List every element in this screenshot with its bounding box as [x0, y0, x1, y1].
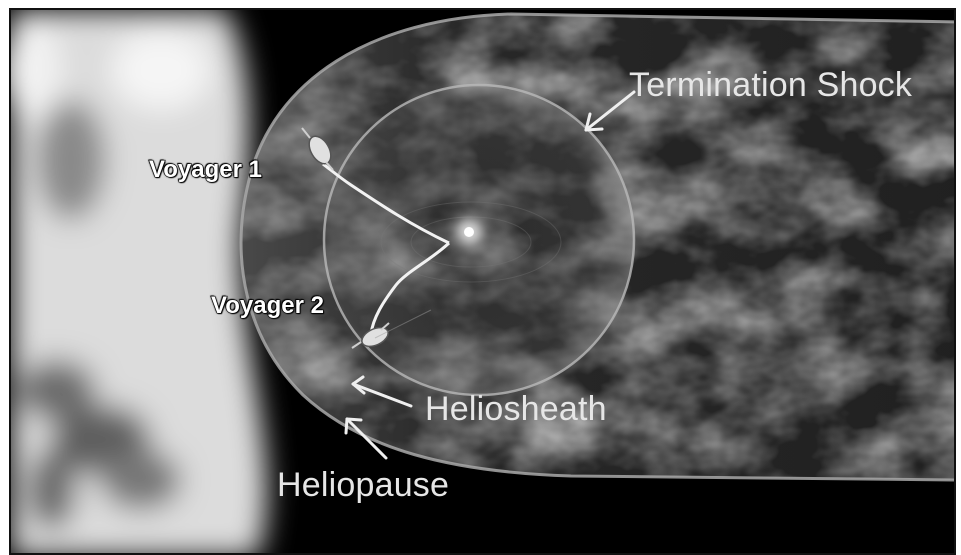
sun [455, 218, 483, 246]
heliosheath-label: Heliosheath [425, 392, 607, 426]
left-nebula [11, 10, 267, 555]
termination-shock-label: Termination Shock [629, 68, 912, 102]
heliopause-label: Heliopause [277, 468, 449, 502]
voyager2-label: Voyager 2 [211, 294, 324, 318]
diagram-frame: Termination Shock Voyager 1 Voyager 2 He… [9, 8, 956, 555]
voyager1-label: Voyager 1 [149, 158, 262, 182]
